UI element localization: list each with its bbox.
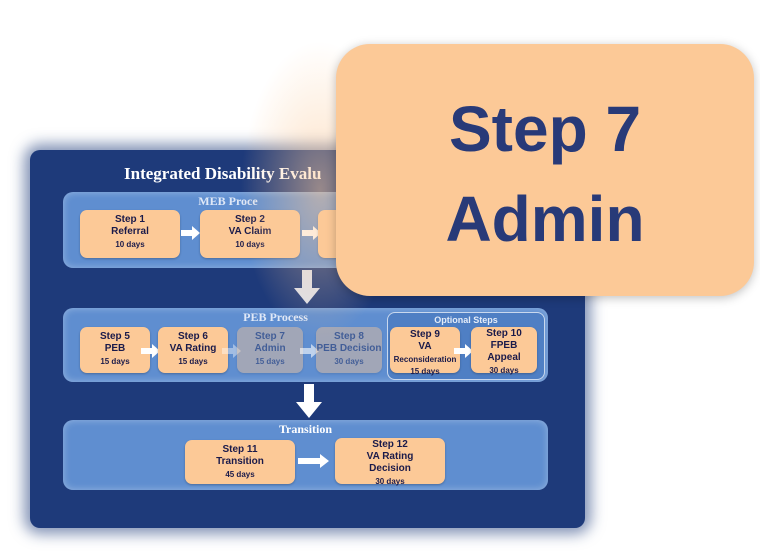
step-5-name: PEB bbox=[104, 343, 126, 354]
arrow-right-icon bbox=[454, 344, 473, 358]
step-7-name: Admin bbox=[254, 343, 286, 354]
step-9-box: Step 9 VA Reconsideration 15 days bbox=[390, 327, 460, 376]
transition-title: Transition bbox=[278, 422, 333, 436]
step-10-name2: Appeal bbox=[487, 352, 521, 363]
step-10-name: FPEB bbox=[490, 340, 518, 351]
step-9-name2: Reconsideration bbox=[393, 355, 457, 364]
arrow-right-icon bbox=[141, 344, 160, 358]
arrow-right-icon bbox=[181, 226, 200, 240]
arrow-right-icon bbox=[298, 454, 329, 468]
step-10-days: 30 days bbox=[489, 366, 519, 375]
step-10-label: Step 10 bbox=[486, 328, 522, 339]
step-7-days: 15 days bbox=[255, 357, 285, 366]
arrow-right-icon bbox=[222, 344, 241, 358]
step-8-name: PEB Decision bbox=[316, 343, 382, 354]
step-10-box: Step 10 FPEB Appeal 30 days bbox=[471, 327, 537, 375]
step-1-name: Referral bbox=[111, 226, 149, 237]
step-12-box: Step 12 VA Rating Decision 30 days bbox=[335, 438, 445, 486]
step-8-days: 30 days bbox=[334, 357, 364, 366]
step-12-days: 30 days bbox=[375, 477, 405, 486]
callout-line-2: Admin bbox=[445, 183, 645, 255]
step-9-label: Step 9 bbox=[409, 329, 440, 340]
step-11-label: Step 11 bbox=[222, 444, 258, 455]
step-11-name: Transition bbox=[216, 456, 264, 467]
step-9-days: 15 days bbox=[410, 367, 440, 376]
step-11-box: Step 11 Transition 45 days bbox=[185, 440, 295, 484]
callout-bubble: Step 7 Admin bbox=[336, 44, 754, 296]
step-11-days: 45 days bbox=[225, 470, 255, 479]
step-1-box: Step 1 Referral 10 days bbox=[80, 210, 180, 258]
optional-steps-title: Optional Steps bbox=[434, 315, 498, 325]
step-1-days: 10 days bbox=[115, 240, 145, 249]
step-5-box: Step 5 PEB 15 days bbox=[80, 327, 150, 373]
callout-line-1: Step 7 bbox=[448, 93, 642, 165]
step-6-days: 15 days bbox=[178, 357, 208, 366]
step-6-box: Step 6 VA Rating 15 days bbox=[158, 327, 228, 373]
arrow-down-icon bbox=[296, 384, 322, 418]
step-6-name: VA Rating bbox=[169, 343, 217, 354]
step-6-label: Step 6 bbox=[177, 331, 208, 342]
step-5-days: 15 days bbox=[100, 357, 130, 366]
step-12-name2: Decision bbox=[369, 463, 411, 474]
arrow-right-icon bbox=[300, 344, 319, 358]
step-12-name: VA Rating bbox=[366, 451, 414, 462]
step-5-label: Step 5 bbox=[99, 331, 130, 342]
step-9-name: VA bbox=[418, 341, 432, 352]
transition-panel: Transition bbox=[63, 420, 548, 490]
callout-text: Step 7 Admin bbox=[336, 84, 754, 264]
step-1-label: Step 1 bbox=[114, 214, 145, 225]
step-12-label: Step 12 bbox=[372, 439, 408, 450]
